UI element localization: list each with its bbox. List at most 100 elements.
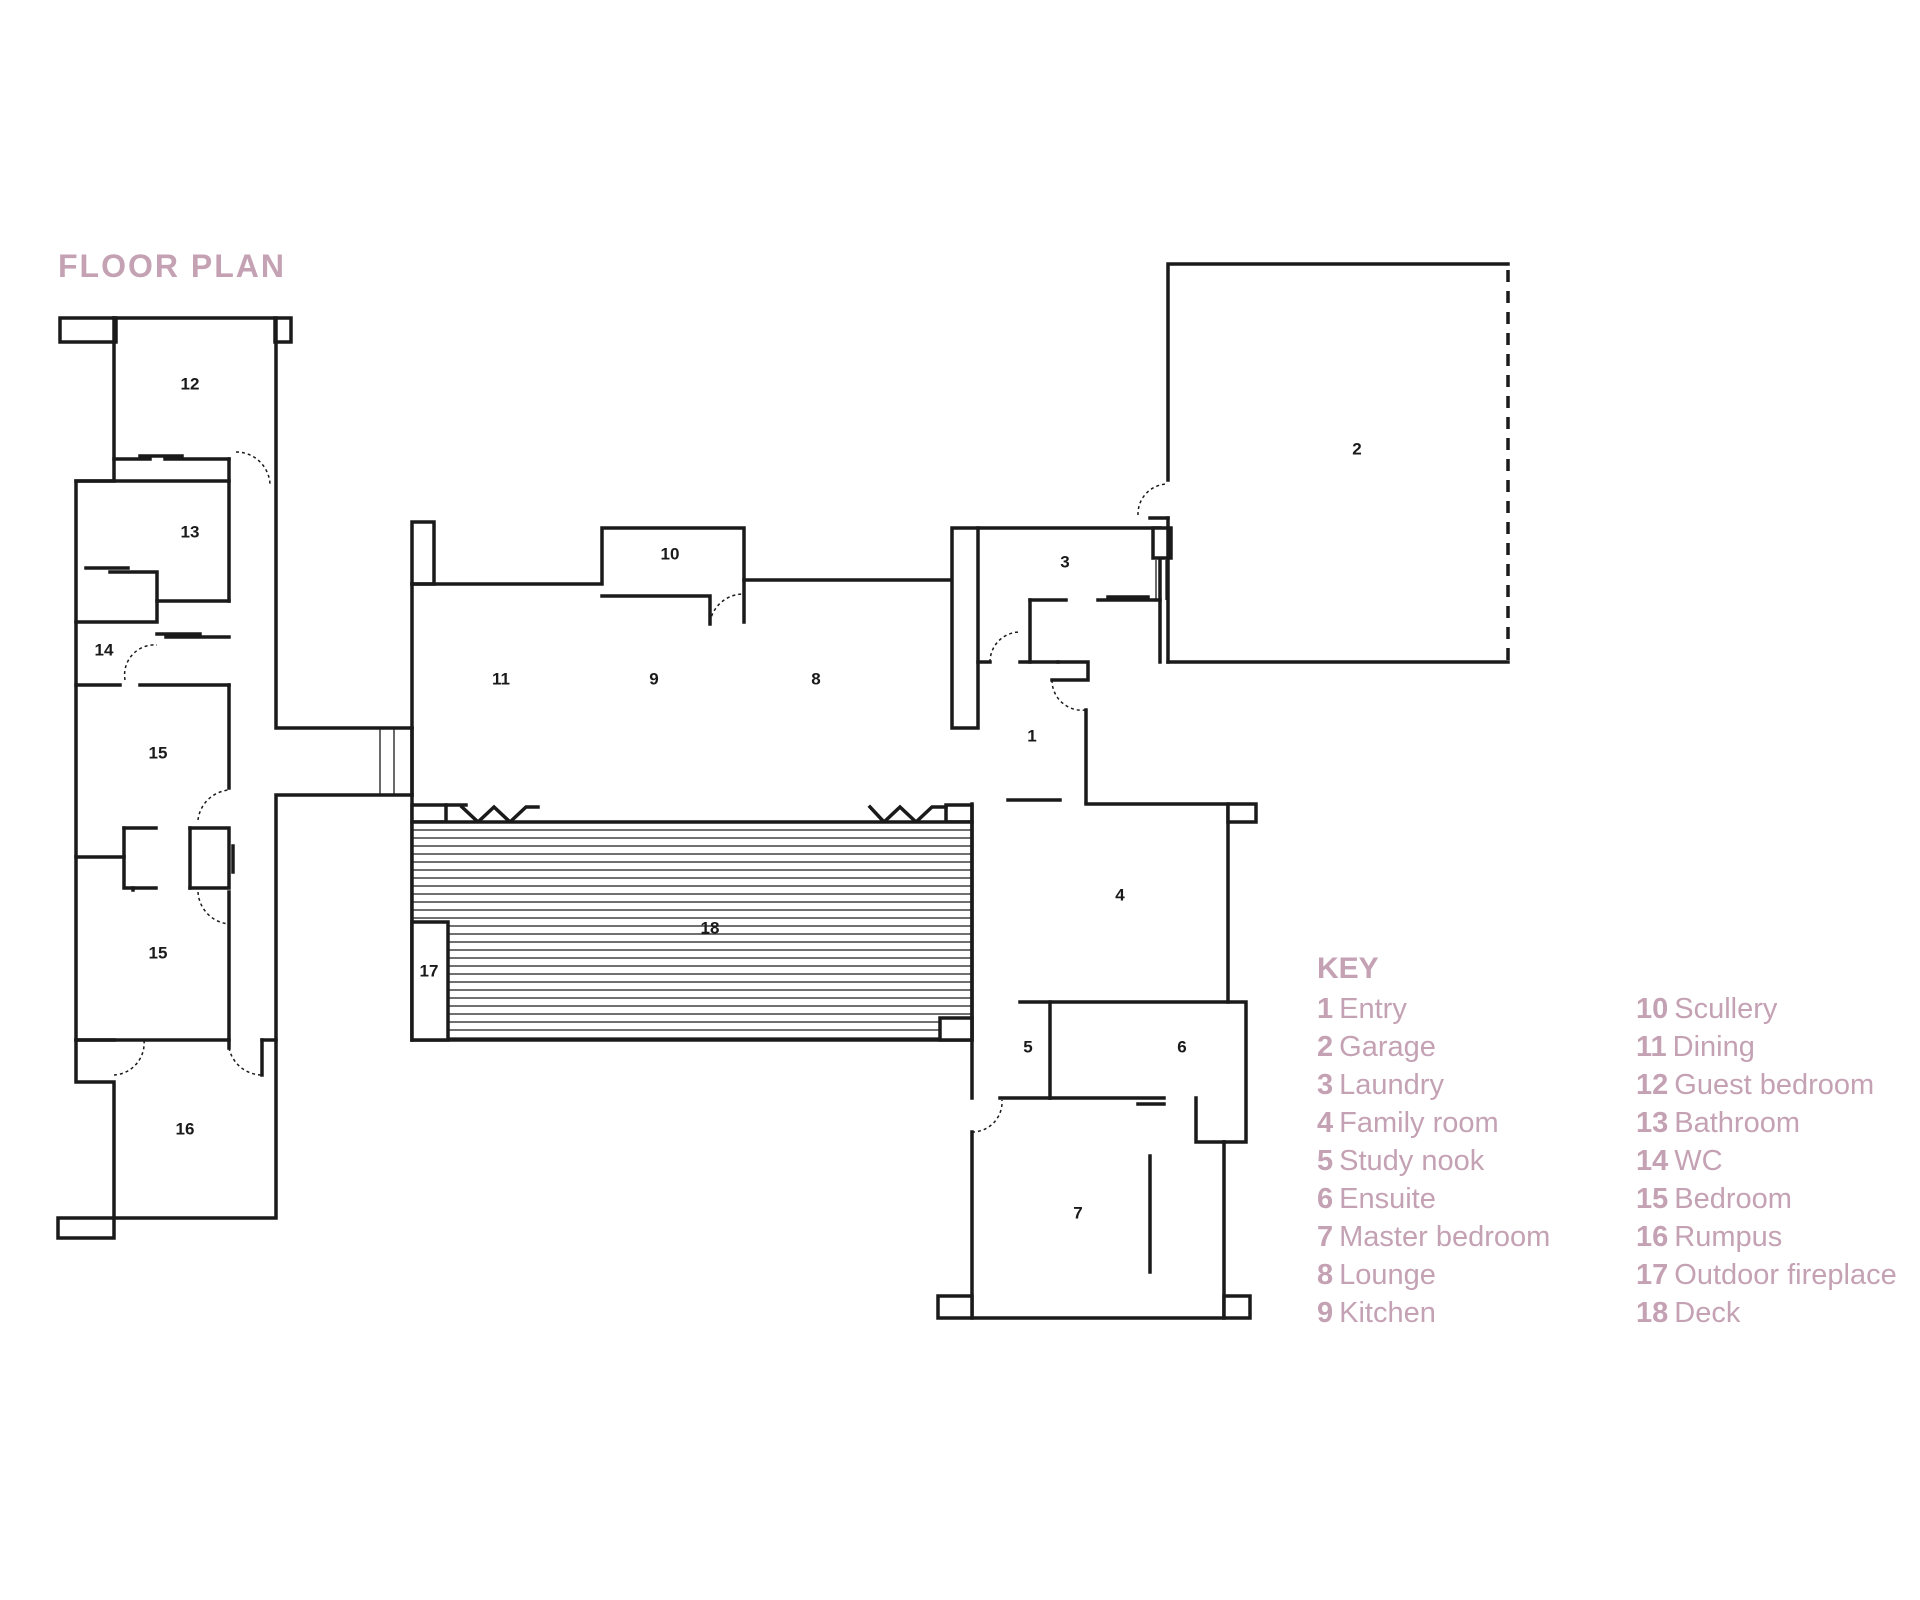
key-item-label: Study nook xyxy=(1339,1145,1485,1177)
key-item-label: Dining xyxy=(1672,1031,1755,1063)
deck-boards xyxy=(412,829,972,1039)
room-label-entry: 1 xyxy=(1027,726,1036,745)
door-swing xyxy=(113,1039,145,1076)
wall-stub xyxy=(1222,1294,1252,1320)
door-swing xyxy=(1051,679,1087,712)
room-label-outdoor-fireplace: 17 xyxy=(420,961,439,980)
key-item-number: 3 xyxy=(1317,1069,1334,1101)
key-item-label: Master bedroom xyxy=(1339,1221,1551,1253)
key-item-label: Entry xyxy=(1339,993,1407,1025)
room-label-bedroom: 15 xyxy=(149,943,168,962)
room-label-ensuite: 6 xyxy=(1177,1037,1186,1056)
room-label-study-nook: 5 xyxy=(1023,1037,1032,1056)
room-label-guest-bedroom: 12 xyxy=(181,374,200,393)
wall xyxy=(74,570,159,624)
key-item-number: 13 xyxy=(1636,1107,1669,1139)
wall-stub xyxy=(410,520,436,586)
key-item-label: Outdoor fireplace xyxy=(1674,1259,1897,1291)
key-title: KEY xyxy=(1317,952,1379,985)
key-item-number: 8 xyxy=(1317,1259,1334,1291)
key-item-label: Deck xyxy=(1674,1297,1741,1329)
room-label-kitchen: 9 xyxy=(649,669,658,688)
key-item-number: 14 xyxy=(1636,1145,1669,1177)
wall xyxy=(122,826,158,890)
room-label-wc: 14 xyxy=(95,640,114,659)
wall xyxy=(1194,1096,1226,1144)
east-wing xyxy=(936,802,1258,1320)
wall-stub xyxy=(936,1294,974,1320)
room-label-laundry: 3 xyxy=(1060,552,1069,571)
key-item-label: Kitchen xyxy=(1339,1297,1436,1329)
wall xyxy=(1050,660,1090,682)
key-item-number: 17 xyxy=(1636,1259,1669,1291)
door-swing xyxy=(197,789,230,821)
breezeway xyxy=(379,726,414,797)
wall-stub xyxy=(410,803,448,824)
central-living xyxy=(410,520,980,1042)
wall-stub xyxy=(938,1016,974,1042)
key-item-number: 16 xyxy=(1636,1221,1669,1253)
room-label-scullery: 10 xyxy=(661,544,680,563)
key-item-label: Ensuite xyxy=(1339,1183,1436,1215)
wall xyxy=(74,890,231,1042)
key-item-label: Bedroom xyxy=(1674,1183,1792,1215)
key-item-number: 1 xyxy=(1317,993,1334,1025)
wall-stub xyxy=(58,316,118,344)
room-label-dining: 11 xyxy=(492,669,510,688)
wall xyxy=(1166,262,1510,482)
key-item-number: 12 xyxy=(1636,1069,1669,1101)
key-item-label: Guest bedroom xyxy=(1674,1069,1875,1101)
key-item-label: WC xyxy=(1674,1145,1723,1177)
key-item-number: 15 xyxy=(1636,1183,1669,1215)
door-swing xyxy=(197,891,230,925)
key-item-label: Rumpus xyxy=(1674,1221,1783,1253)
wall xyxy=(1018,1000,1248,1144)
wall xyxy=(970,1130,1226,1320)
door-swing xyxy=(228,1047,263,1076)
key-item-number: 7 xyxy=(1317,1221,1334,1253)
wall xyxy=(1084,802,1230,1004)
room-label-bedroom: 15 xyxy=(149,743,168,762)
door-swing xyxy=(235,451,271,485)
wall-stub xyxy=(944,803,974,824)
outdoor-fireplace xyxy=(410,920,450,1042)
key-item-number: 6 xyxy=(1317,1183,1334,1215)
room-label-master-bedroom: 7 xyxy=(1073,1203,1082,1222)
room-label-deck: 18 xyxy=(701,918,720,937)
bifold-door xyxy=(867,804,948,825)
key-item-label: Scullery xyxy=(1674,993,1778,1025)
wall xyxy=(600,594,712,626)
room-label-lounge: 8 xyxy=(811,669,820,688)
wall xyxy=(74,479,231,603)
key-item-label: Garage xyxy=(1339,1031,1436,1063)
room-label-bathroom: 13 xyxy=(181,522,200,541)
key-item-number: 10 xyxy=(1636,993,1669,1025)
wall-stub xyxy=(950,526,980,730)
door-swing xyxy=(989,631,1021,663)
key-item-label: Laundry xyxy=(1339,1069,1444,1101)
room-label-family-room: 4 xyxy=(1115,885,1125,904)
room-label-rumpus: 16 xyxy=(176,1119,195,1138)
door-swing xyxy=(1137,483,1169,516)
key-item-number: 9 xyxy=(1317,1297,1334,1329)
deck xyxy=(410,820,974,1042)
wall-stub xyxy=(1226,802,1258,824)
wall-stub xyxy=(56,1216,116,1240)
door-swing xyxy=(123,644,158,681)
wall xyxy=(410,526,746,624)
